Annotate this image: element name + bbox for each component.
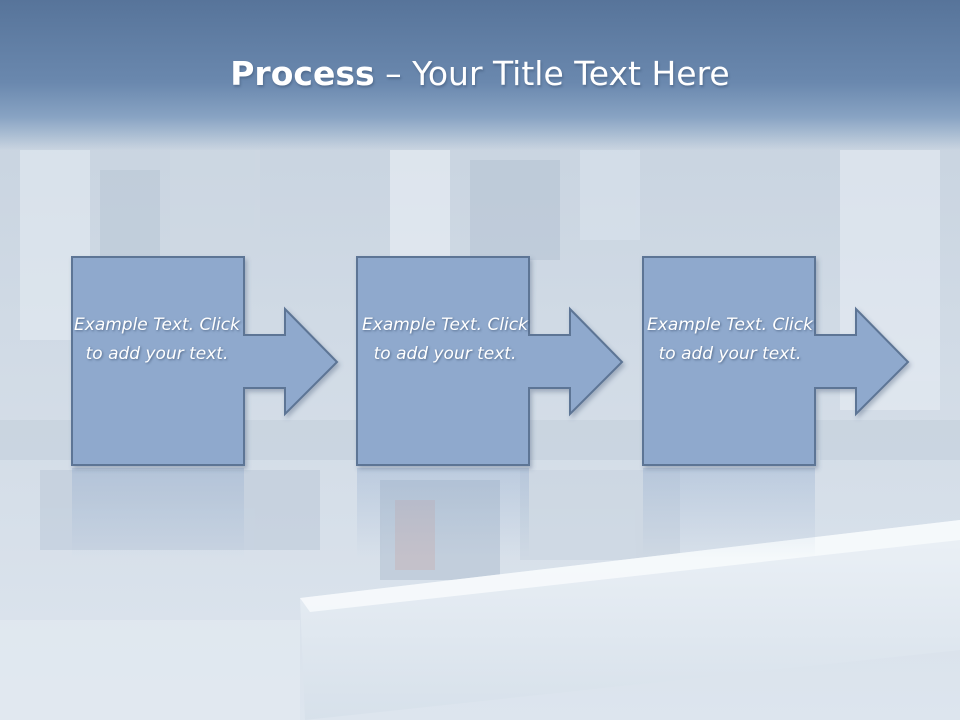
process-step-1-shape[interactable] <box>71 256 339 466</box>
title-band <box>0 0 960 150</box>
slide-title: Process – Your Title Text Here <box>0 52 960 96</box>
step-1-reflection <box>72 468 244 558</box>
process-step-1-text[interactable]: Example Text. Click to add your text. <box>74 315 240 364</box>
slide-title-bold: Process <box>230 54 375 93</box>
step-2-reflection <box>357 468 529 558</box>
process-step-3-shape[interactable] <box>642 256 910 466</box>
slide-title-rest: – Your Title Text Here <box>374 54 730 93</box>
process-step-3-text[interactable]: Example Text. Click to add your text. <box>647 315 813 364</box>
process-step-2-shape[interactable] <box>356 256 624 466</box>
step-3-reflection <box>643 468 815 558</box>
process-step-2-text[interactable]: Example Text. Click to add your text. <box>362 315 528 364</box>
